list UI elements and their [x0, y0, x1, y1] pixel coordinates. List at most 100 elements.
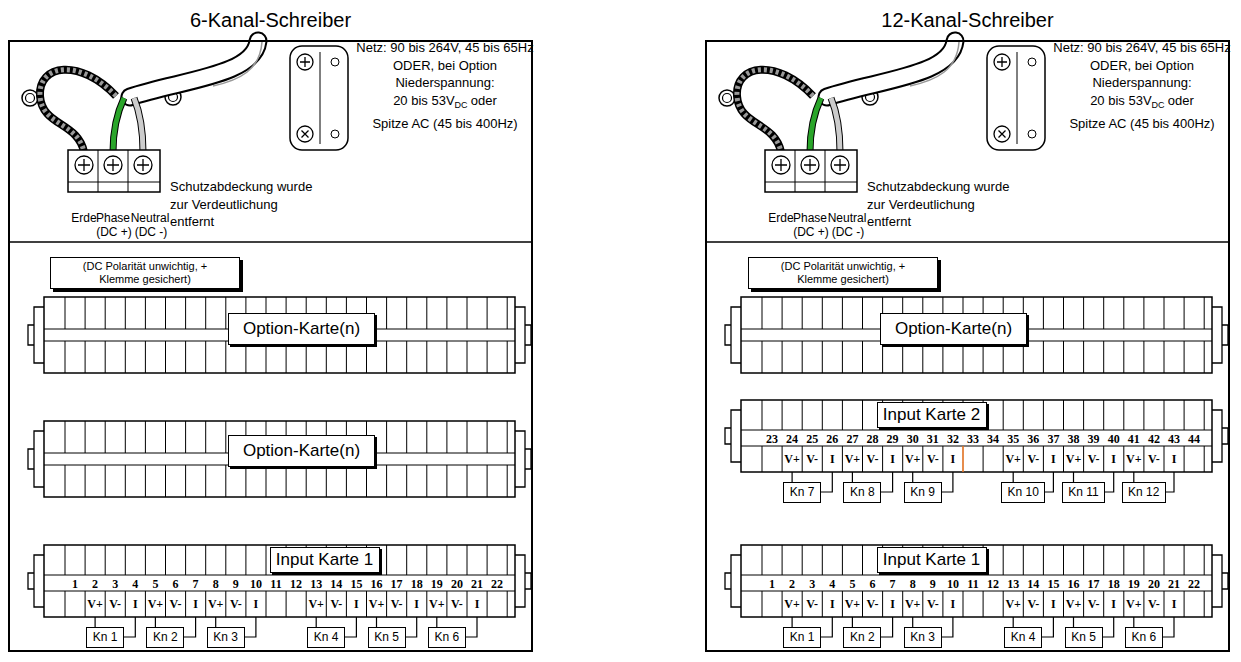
channel-box: Kn 4: [1004, 627, 1042, 648]
terminal-number: 7: [890, 577, 896, 591]
terminal-divider: [446, 465, 447, 497]
end-bracket: [34, 555, 44, 607]
box-text: Kn 1: [790, 630, 815, 644]
power-connection: [8, 41, 533, 242]
terminal-divider: [286, 465, 287, 497]
terminal-divider: [286, 591, 287, 617]
terminal-divider: [487, 591, 488, 617]
cover-note: Schutzabdeckung wurde zur Verdeutlichung…: [170, 178, 325, 231]
terminal-divider: [1063, 446, 1064, 472]
card-label: Option-Karte(n): [880, 313, 1027, 345]
terminal-divider: [1003, 545, 1004, 575]
terminal-divider: [406, 297, 407, 329]
terminal-divider: [446, 341, 447, 373]
terminal-divider: [306, 341, 307, 373]
terminal-number: 23: [766, 432, 778, 446]
terminal-divider: [862, 446, 863, 472]
terminal-divider: [446, 545, 447, 575]
terminal-divider: [802, 545, 803, 575]
terminal-divider: [1083, 341, 1084, 373]
terminal-divider: [245, 465, 246, 497]
box-text: Kn 12: [1128, 485, 1159, 499]
terminal-number: 27: [846, 432, 858, 446]
terminal-divider: [145, 591, 146, 617]
terminal-number: 10: [250, 577, 262, 591]
terminal-divider: [983, 446, 984, 472]
terminal-divider: [782, 400, 783, 430]
box-text: (DC Polarität unwichtig, + Klemme gesich…: [77, 260, 213, 286]
terminal-divider: [862, 297, 863, 329]
terminal-divider: [105, 545, 106, 575]
box-text: Option-Karte(n): [895, 319, 1012, 339]
pin-name: V-: [330, 597, 342, 611]
terminal-divider: [467, 297, 468, 329]
terminal-row-edge: [741, 430, 1212, 431]
terminal-divider: [1143, 297, 1144, 329]
terminal-divider: [507, 545, 508, 575]
terminal-divider: [406, 545, 407, 575]
terminal-divider: [882, 341, 883, 373]
supply-text: 20 bis 53V: [1090, 93, 1151, 108]
terminal-divider: [446, 591, 447, 617]
pin-name: V-: [230, 597, 242, 611]
channel-box: Kn 10: [1001, 482, 1045, 503]
terminal-divider: [1083, 446, 1084, 472]
terminal-divider: [802, 591, 803, 617]
terminal-divider: [1063, 341, 1064, 373]
terminal-divider: [822, 400, 823, 430]
pin-name: V-: [1148, 597, 1160, 611]
card-label: Input Karte 2: [877, 402, 987, 428]
terminal-divider: [1083, 297, 1084, 329]
terminal-divider: [225, 341, 226, 373]
terminal-divider: [842, 591, 843, 617]
box-text: Kn 4: [314, 630, 339, 644]
supply-note: Netz: 90 bis 264V, 45 bis 65HzODER, bei …: [356, 39, 533, 132]
end-bracket: [525, 573, 531, 589]
box-text: Option-Karte(n): [243, 441, 360, 461]
box-text: Kn 9: [910, 485, 935, 499]
terminal-divider: [1204, 341, 1205, 373]
terminal-number: 41: [1128, 432, 1140, 446]
box-text: Kn 2: [850, 630, 875, 644]
pin-name: I: [830, 597, 835, 611]
supply-text: DC: [455, 100, 468, 110]
terminal-number: 3: [809, 577, 815, 591]
pin-name: V+: [1066, 452, 1082, 466]
terminal-divider: [185, 465, 186, 497]
pin-name: V+: [1005, 597, 1021, 611]
terminal-divider: [822, 341, 823, 373]
terminal-number: 3: [112, 577, 118, 591]
terminal-divider: [1184, 341, 1185, 373]
terminal-divider: [822, 297, 823, 329]
terminal-divider: [165, 545, 166, 575]
terminal-block: [44, 421, 515, 497]
terminal-divider: [145, 545, 146, 575]
channel-box: Kn 4: [307, 627, 345, 648]
terminal-divider: [386, 591, 387, 617]
pin-name: I: [414, 597, 419, 611]
terminal-divider: [1123, 400, 1124, 430]
terminal-divider: [105, 297, 106, 329]
terminal-number: 15: [1047, 577, 1059, 591]
recorder-panel: 12-Kanal-Schreiber(DC Polarität unwichti…: [705, 40, 1230, 652]
terminal-number: 22: [491, 577, 503, 591]
terminal-number: 9: [930, 577, 936, 591]
pin-name: V-: [806, 597, 818, 611]
terminal-divider: [882, 591, 883, 617]
panel-title: 6-Kanal-Schreiber: [10, 8, 531, 32]
terminal-divider: [1204, 297, 1205, 329]
terminal-number: 12: [290, 577, 302, 591]
terminal-label: Erde: [768, 211, 793, 225]
terminal-divider: [185, 297, 186, 329]
text-line: ODER, bei Option: [1053, 57, 1230, 75]
terminal-divider: [306, 465, 307, 497]
pin-name: V-: [391, 597, 403, 611]
terminal-divider: [1164, 341, 1165, 373]
pin-name: V+: [1066, 597, 1082, 611]
terminal-number: 6: [173, 577, 179, 591]
pin-name: V-: [170, 597, 182, 611]
terminal-divider: [1123, 446, 1124, 472]
text-line: Niederspannung:: [356, 74, 533, 92]
pin-name: I: [1172, 597, 1177, 611]
terminal-divider: [1103, 297, 1104, 329]
